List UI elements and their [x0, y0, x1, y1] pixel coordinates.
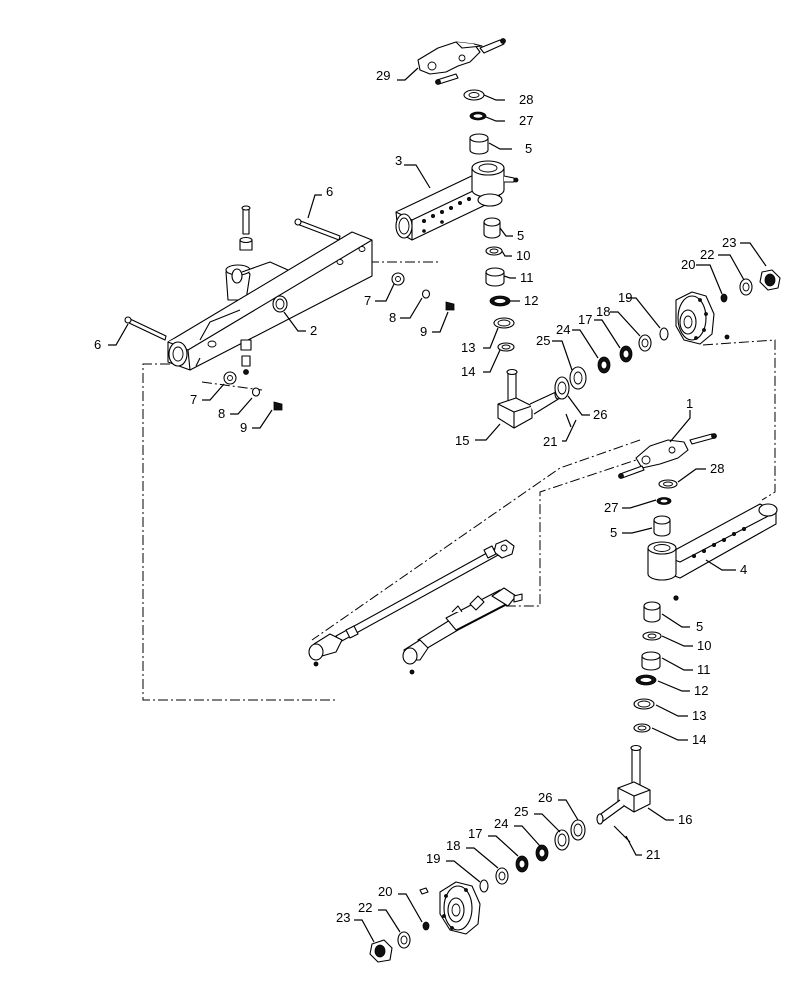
- callout-19: 19: [618, 290, 632, 305]
- upper-left-pivot-stack: [417, 38, 506, 155]
- callout-7: 7: [190, 392, 197, 407]
- callout-14: 14: [461, 364, 475, 379]
- callout-29: 29: [376, 68, 390, 83]
- callout-1: 1: [686, 396, 693, 411]
- clamp-bracket-part-1: [618, 433, 717, 479]
- callout-13: 13: [461, 340, 475, 355]
- steering-cylinder: [402, 587, 523, 675]
- callout-14: 14: [692, 732, 706, 747]
- callout-6: 6: [94, 337, 101, 352]
- callout-23: 23: [722, 235, 736, 250]
- wheel-hub-lower: [419, 881, 481, 935]
- callout-17: 17: [468, 826, 482, 841]
- lower-right-pivot-stack: [633, 601, 662, 733]
- callout-4: 4: [740, 562, 747, 577]
- callout-5: 5: [610, 525, 617, 540]
- steering-spindle-part-15: [497, 368, 562, 429]
- callout-21: 21: [646, 847, 660, 862]
- callout-8: 8: [218, 406, 225, 421]
- extension-holes: [421, 196, 471, 233]
- upper-hub-stack: [554, 269, 781, 400]
- callout-28: 28: [710, 461, 724, 476]
- callout-19: 19: [426, 851, 440, 866]
- callout-24: 24: [494, 816, 508, 831]
- callout-21: 21: [543, 434, 557, 449]
- callout-16: 16: [678, 812, 692, 827]
- callout-11: 11: [697, 662, 711, 677]
- phantom-lines: [142, 261, 776, 701]
- callout-20: 20: [378, 884, 392, 899]
- wheel-hub-upper: [675, 291, 730, 345]
- callout-12: 12: [694, 683, 708, 698]
- callout-22: 22: [700, 247, 714, 262]
- callout-28: 28: [519, 92, 533, 107]
- callout-5: 5: [525, 141, 532, 156]
- callout-9: 9: [240, 420, 247, 435]
- callout-13: 13: [692, 708, 706, 723]
- leader-lines: [108, 67, 767, 943]
- axle-extension-part-4: [647, 503, 778, 601]
- callout-5: 5: [696, 619, 703, 634]
- lower-hub-stack: [369, 819, 586, 963]
- axle-extension-part-3: [395, 160, 519, 241]
- lower-left-pivot-stack: [483, 217, 515, 352]
- callout-10: 10: [516, 248, 530, 263]
- steering-spindle-part-16: [596, 744, 651, 825]
- callout-18: 18: [596, 304, 610, 319]
- callout-2: 2: [310, 323, 317, 338]
- callout-9: 9: [420, 324, 427, 339]
- callout-15: 15: [455, 433, 469, 448]
- callout-10: 10: [697, 638, 711, 653]
- upper-right-pivot-stack: [653, 479, 678, 537]
- callout-20: 20: [681, 257, 695, 272]
- callout-8: 8: [389, 310, 396, 325]
- hardware-parts-7-8-9: [223, 272, 455, 411]
- callout-24: 24: [556, 322, 570, 337]
- callout-18: 18: [446, 838, 460, 853]
- callout-labels: 29 28 27 5 3 6 5 10 11 12 13 14 2 7 8 9 …: [94, 68, 747, 925]
- callout-6: 6: [326, 184, 333, 199]
- callout-22: 22: [358, 900, 372, 915]
- extension-holes-right: [692, 527, 747, 559]
- callout-5: 5: [517, 228, 524, 243]
- callout-26: 26: [593, 407, 607, 422]
- callout-12: 12: [524, 293, 538, 308]
- callout-7: 7: [364, 293, 371, 308]
- bolts-part-6: [124, 205, 341, 375]
- callout-23: 23: [336, 910, 350, 925]
- callout-26: 26: [538, 790, 552, 805]
- axle-beam-part-2: [167, 231, 373, 371]
- clamp-bracket-part-29: [417, 38, 506, 85]
- callout-25: 25: [536, 333, 550, 348]
- callout-27: 27: [519, 113, 533, 128]
- tie-rod-assembly: [308, 539, 515, 667]
- callout-25: 25: [514, 804, 528, 819]
- callout-27: 27: [604, 500, 618, 515]
- callout-3: 3: [395, 153, 402, 168]
- callout-11: 11: [520, 270, 534, 285]
- callout-17: 17: [578, 312, 592, 327]
